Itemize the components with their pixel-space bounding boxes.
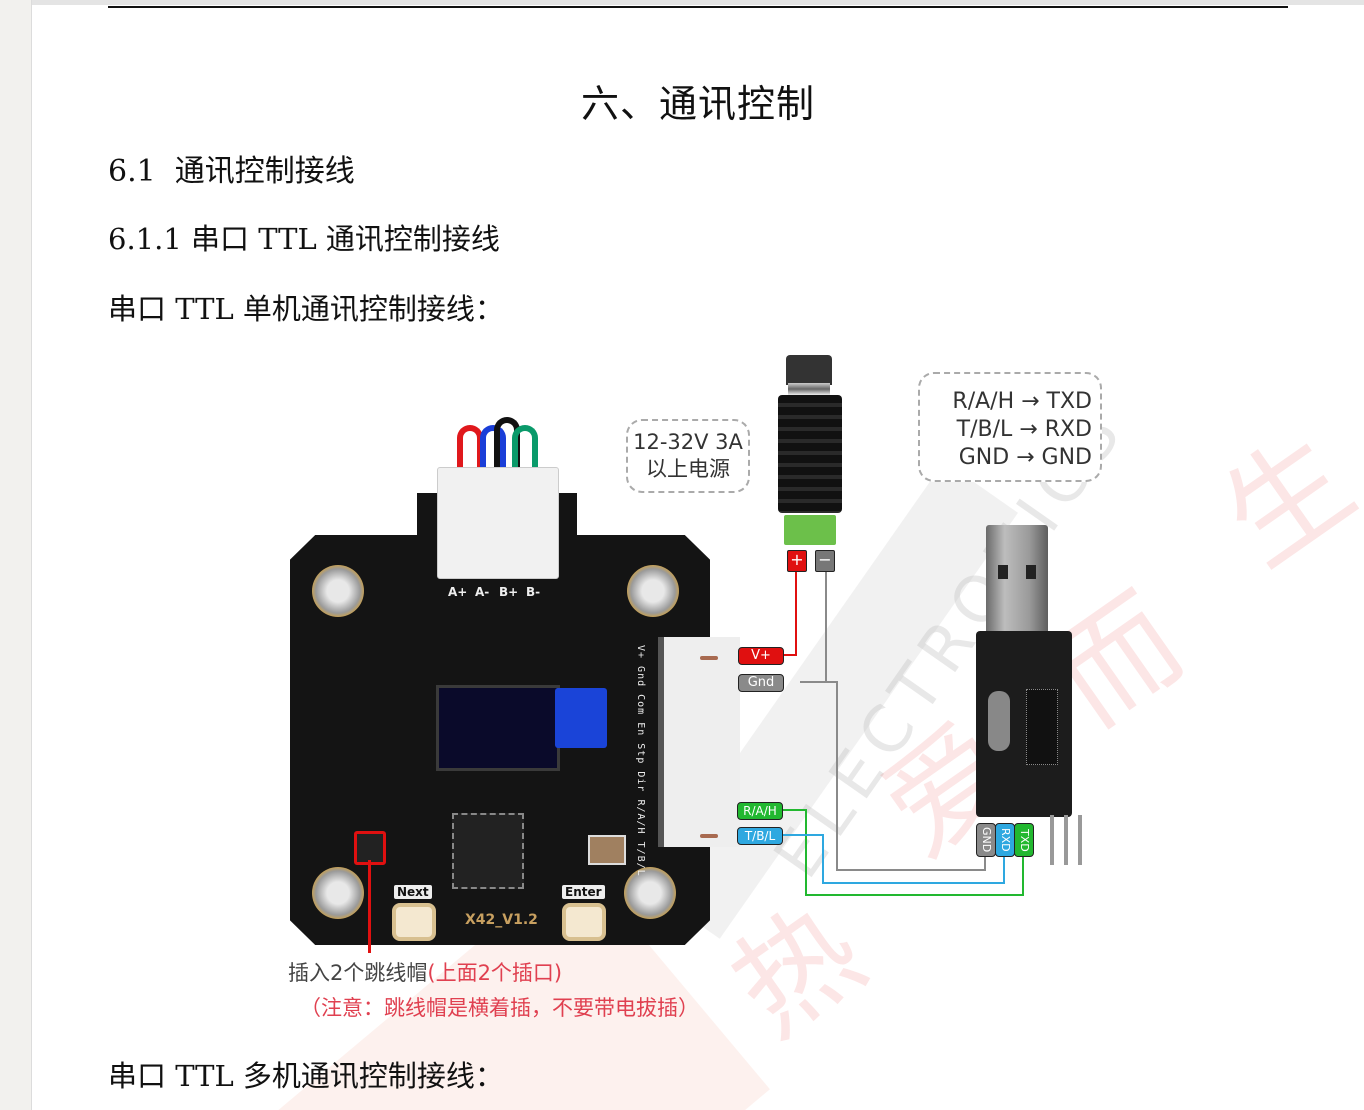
viewer-left-gutter xyxy=(0,0,32,1110)
usb-slot xyxy=(1026,565,1036,579)
header-rule xyxy=(108,6,1288,8)
jumper-caption: 插入2个跳线帽(上面2个插口) xyxy=(288,957,562,987)
dc-power-jack: + − xyxy=(778,355,842,572)
chapter-title: 六、通讯控制 xyxy=(580,82,815,126)
header-pin-bottom xyxy=(700,834,718,838)
dc-jack-barrel xyxy=(786,355,832,385)
header-pin-labels: V+ Gnd Com En Stp Dir R/A/H T/B/L xyxy=(635,645,646,877)
usb-slot xyxy=(998,565,1008,579)
usb-plug xyxy=(986,525,1048,635)
enter-button xyxy=(562,903,606,941)
motor-pin-label: B+ xyxy=(499,585,519,599)
wire-tag-rah: R/A/H xyxy=(737,802,783,820)
crystal-oscillator xyxy=(588,835,626,865)
header-pin-top xyxy=(700,656,718,660)
minus-terminal-icon: − xyxy=(815,550,835,572)
motor-wire-green xyxy=(512,425,538,481)
power-spec-line2: 以上电源 xyxy=(646,457,730,481)
screw-icon xyxy=(312,867,364,919)
usb-pin-gnd: GND xyxy=(976,823,996,857)
power-spec-line1: 12-32V 3A xyxy=(633,430,743,454)
motor-wire-blue xyxy=(480,425,506,481)
motor-pin-label: B- xyxy=(526,585,541,599)
motor-pin-label: A+ xyxy=(448,585,468,599)
motor-pin-label: A- xyxy=(475,585,490,599)
io-header-connector xyxy=(658,637,740,847)
pin-mapping-callout: R/A/H → TXD T/B/L → RXD GND → GND xyxy=(918,372,1102,482)
jumper-note: （注意：跳线帽是横着插，不要带电拔插） xyxy=(300,996,699,1020)
next-button xyxy=(392,903,436,941)
usb-pin xyxy=(1064,815,1068,865)
oled-display xyxy=(436,685,560,771)
dc-jack-body xyxy=(778,395,842,513)
section-title: 6.1 通讯控制接线 xyxy=(108,154,355,189)
dc-jack-terminal xyxy=(784,515,836,545)
viewer-top-edge xyxy=(0,0,1364,5)
screw-icon xyxy=(627,565,679,617)
usb-crystal xyxy=(988,691,1010,751)
jumper-caption-main: 插入2个跳线帽 xyxy=(288,961,428,985)
usb-pin xyxy=(1078,815,1082,865)
usb-ttl-adapter xyxy=(972,525,1082,875)
jumper-pointer-line xyxy=(368,860,371,953)
document-page: ELECTRONICS 生 而 爱 热 六、通讯控制 6.1 通讯控制接线 6.… xyxy=(32,5,1364,1110)
motor-connector xyxy=(437,467,559,579)
wire-tag-tbl: T/B/L xyxy=(737,827,783,845)
usb-pin xyxy=(1050,815,1054,865)
usb-pin-rxd: RXD xyxy=(995,823,1015,857)
wiring-diagram: A+ A- B+ B- Next Enter X42_V1.2 V+ Gnd C… xyxy=(32,5,1364,1110)
microcontroller-chip xyxy=(452,813,524,889)
power-spec-callout: 12-32V 3A 以上电源 xyxy=(626,419,750,493)
next-button-label: Next xyxy=(394,885,432,899)
plus-terminal-icon: + xyxy=(787,550,807,572)
screw-icon xyxy=(624,867,676,919)
paragraph-multi-wiring: 串口 TTL 多机通讯控制接线： xyxy=(108,1059,504,1093)
wire-tag-vplus: V+ xyxy=(738,647,784,665)
enter-button-label: Enter xyxy=(562,885,605,899)
subsection-title: 6.1.1 串口 TTL 通讯控制接线 xyxy=(108,222,500,256)
board-version: X42_V1.2 xyxy=(465,912,538,928)
wire-tag-gnd: Gnd xyxy=(738,674,784,692)
dc-jack-ring xyxy=(788,383,830,395)
potentiometer xyxy=(555,688,607,748)
paragraph-single-wiring: 串口 TTL 单机通讯控制接线： xyxy=(108,292,504,326)
usb-ttl-pcb xyxy=(976,631,1072,817)
jumper-cap-highlight xyxy=(354,831,386,865)
screw-icon xyxy=(312,565,364,617)
usb-bridge-chip xyxy=(1026,689,1058,765)
jumper-caption-red: (上面2个插口) xyxy=(427,961,563,985)
usb-pin-txd: TXD xyxy=(1014,823,1034,857)
